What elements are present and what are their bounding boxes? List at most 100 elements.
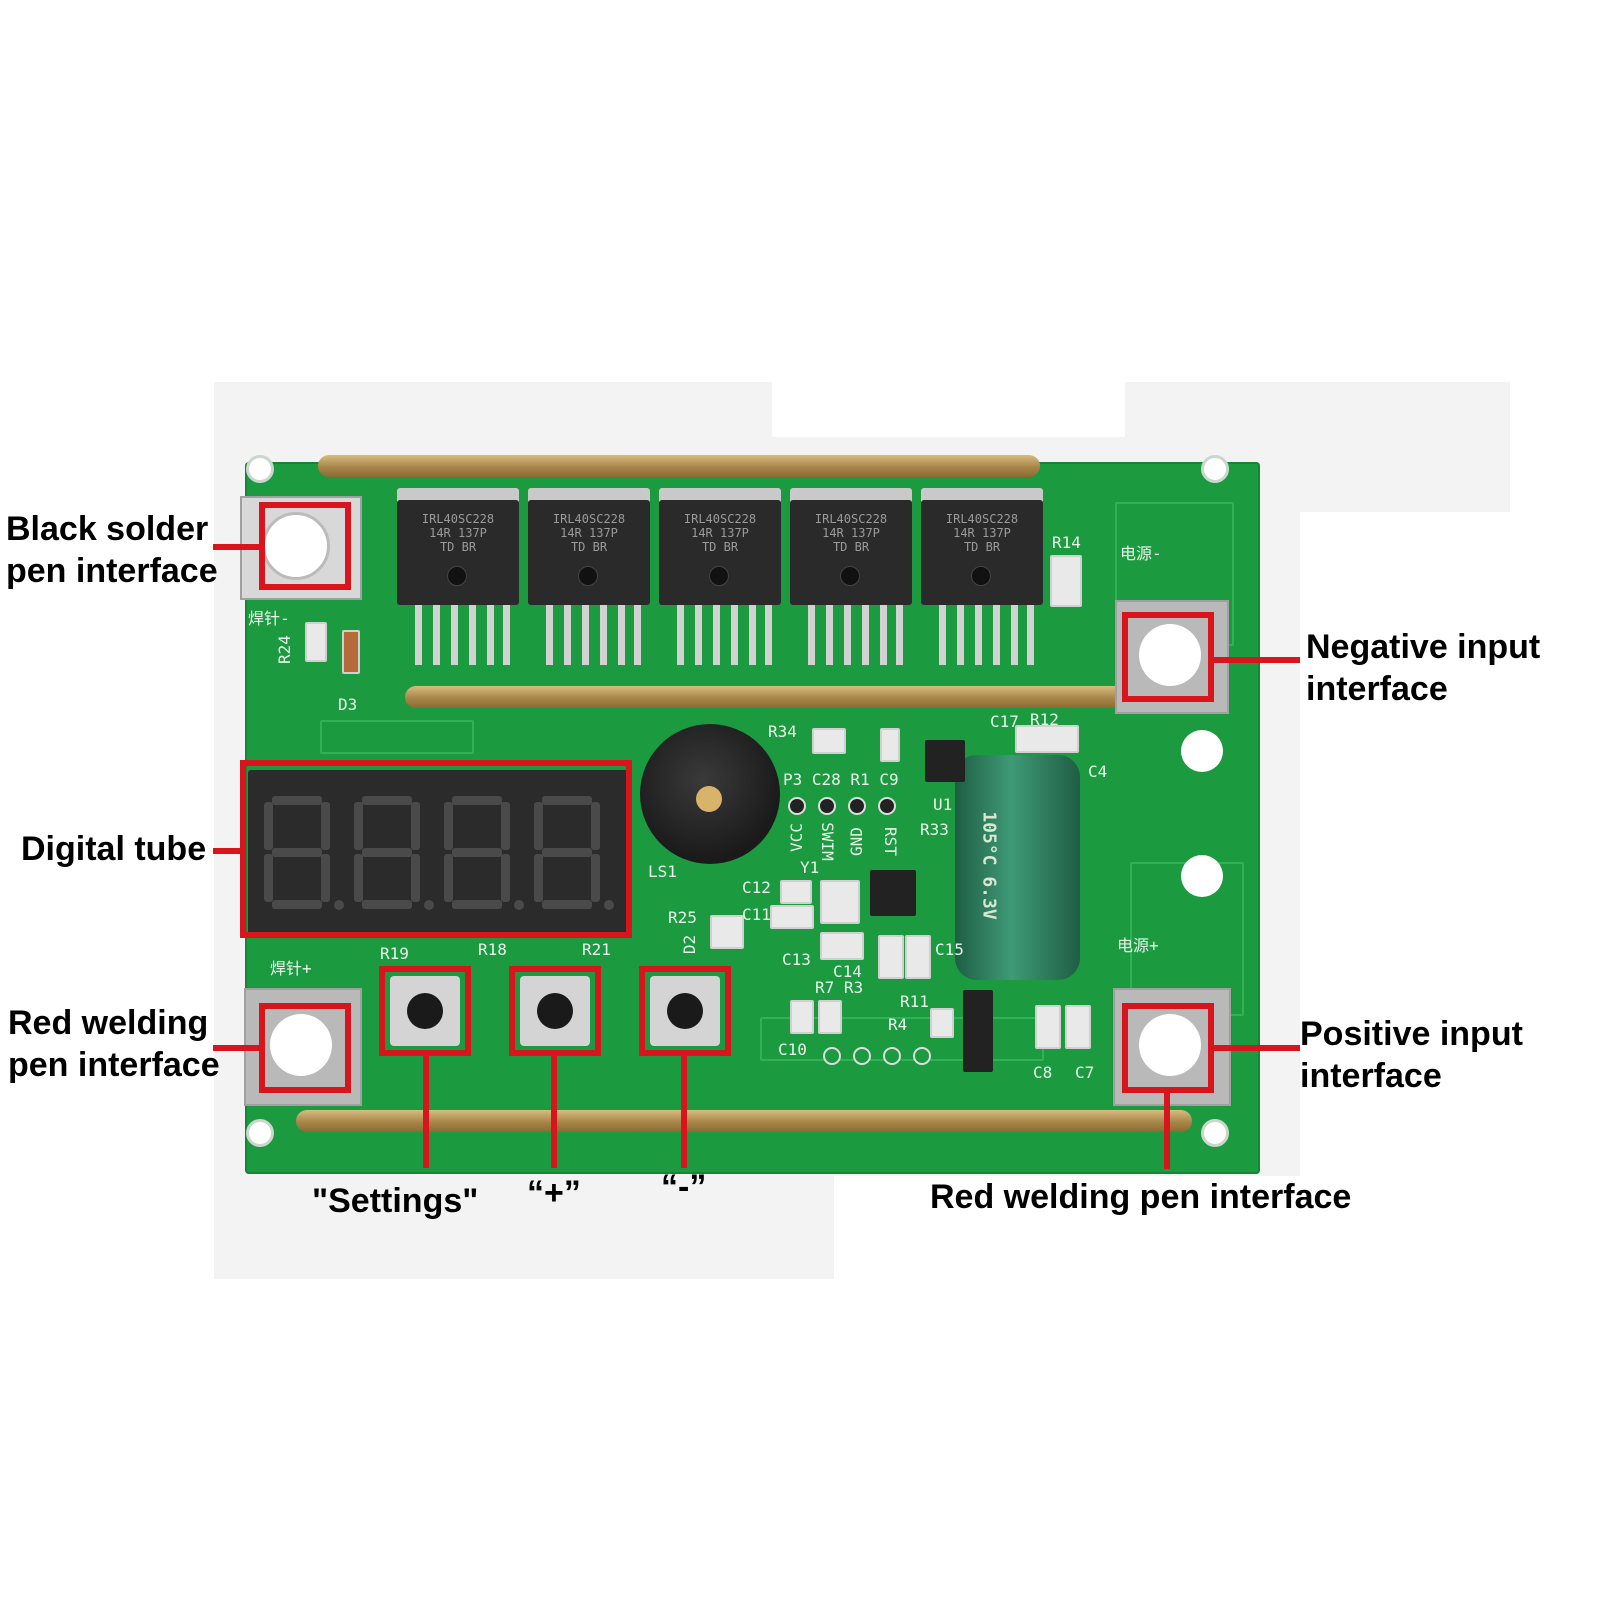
board-hole <box>1181 730 1223 772</box>
silk-r25: R25 <box>668 908 697 927</box>
silk-gnd: GND <box>846 827 866 856</box>
silk-d3: D3 <box>338 695 358 714</box>
silk-y1: Y1 <box>800 858 820 877</box>
silk-r18: R18 <box>478 940 507 959</box>
smd-part <box>818 1000 842 1034</box>
diode-d1 <box>963 990 993 1072</box>
display-digit <box>354 796 434 912</box>
electrolytic-capacitor: 105°C 6.3V <box>955 755 1080 980</box>
header-pin <box>823 1047 841 1065</box>
silk-u1: U1 <box>933 795 953 814</box>
leader-red-welding-bottom <box>1164 1093 1170 1169</box>
silk-c15: C15 <box>935 940 964 959</box>
leader-minus <box>681 1052 687 1168</box>
silk-r12: R12 <box>1030 710 1059 729</box>
label-positive-input: Positive input interface <box>1300 1015 1523 1095</box>
smd-part <box>880 728 900 762</box>
mounting-hole <box>246 1119 274 1147</box>
copper-busbar-bottom <box>296 1110 1192 1132</box>
ic-chip <box>925 740 965 782</box>
highlight-minus-button <box>639 966 731 1056</box>
silk-swim: SWIM <box>817 822 837 861</box>
silk-d2: D2 <box>680 934 700 955</box>
display-digit <box>534 796 614 912</box>
label-plus: “+” <box>527 1174 581 1212</box>
silk-top-left: 焊针- <box>248 609 290 628</box>
display-digit <box>444 796 524 912</box>
silk-c11: C11 <box>742 905 771 924</box>
highlight-negative-input <box>1122 612 1214 702</box>
smd-part <box>780 880 812 904</box>
plus-button[interactable] <box>520 976 590 1046</box>
header-pin <box>788 797 806 815</box>
pcb-trace <box>320 720 474 754</box>
settings-button[interactable] <box>390 976 460 1046</box>
silk-r11: R11 <box>900 992 929 1011</box>
board-hole <box>1181 855 1223 897</box>
header-pin <box>913 1047 931 1065</box>
buzzer <box>640 724 780 864</box>
label-black-solder: Black solder pen interface <box>6 510 218 590</box>
silk-c17: C17 <box>990 712 1019 731</box>
silk-c12: C12 <box>742 878 771 897</box>
silk-r7r3: R7 R3 <box>815 978 864 997</box>
silk-c8: C8 <box>1033 1063 1053 1082</box>
silk-power-neg: 电源- <box>1120 544 1162 563</box>
label-digital-tube: Digital tube <box>21 830 207 868</box>
highlight-digital-tube <box>240 760 632 938</box>
silk-rst: RST <box>880 827 900 856</box>
label-settings: "Settings" <box>312 1182 479 1220</box>
smd-part <box>1035 1005 1061 1049</box>
smd-part <box>790 1000 814 1034</box>
highlight-positive-input <box>1122 1003 1214 1093</box>
crystal <box>820 880 860 924</box>
smd-part <box>878 935 904 979</box>
mosfet-marking: IRL40SC228 <box>421 512 495 526</box>
silk-bottom-left: 焊针+ <box>270 959 312 978</box>
digital-tube-display <box>248 770 628 936</box>
smd-part <box>305 622 327 662</box>
highlight-plus-button <box>509 966 601 1056</box>
silk-c7: C7 <box>1075 1063 1095 1082</box>
smd-part <box>342 630 360 674</box>
smd-part <box>1050 555 1082 607</box>
smd-part <box>710 915 744 949</box>
capacitor-marking: 105°C 6.3V <box>978 811 1000 920</box>
smd-part <box>930 1008 954 1038</box>
leader-digital-tube <box>213 848 245 854</box>
silk-c14: C14 <box>833 962 862 981</box>
photo-background-notch <box>772 382 1125 437</box>
smd-part <box>905 935 931 979</box>
silk-r24: R24 <box>274 635 294 664</box>
silk-power-pos: 电源+ <box>1117 936 1159 955</box>
copper-busbar-middle <box>405 686 1125 708</box>
smd-part <box>1065 1005 1091 1049</box>
silk-r19: R19 <box>380 944 409 963</box>
silk-c4: C4 <box>1088 762 1108 781</box>
smd-part <box>770 905 814 929</box>
silk-p3-row: P3 C28 R1 C9 <box>783 770 899 789</box>
microcontroller-chip <box>870 870 916 916</box>
smd-part <box>812 728 846 754</box>
label-minus: “-” <box>661 1168 707 1206</box>
minus-button[interactable] <box>650 976 720 1046</box>
silk-vcc: VCC <box>786 823 806 852</box>
copper-busbar-top <box>318 455 1040 477</box>
highlight-red-welding-left <box>259 1003 351 1093</box>
mounting-hole <box>1201 455 1229 483</box>
smd-part <box>820 932 864 960</box>
header-pin <box>848 797 866 815</box>
mounting-hole <box>1201 1119 1229 1147</box>
label-red-welding-left: Red welding pen interface <box>8 1004 220 1084</box>
silk-r21: R21 <box>582 940 611 959</box>
highlight-black-solder <box>259 502 351 590</box>
highlight-settings-button <box>379 966 471 1056</box>
silk-c10: C10 <box>778 1040 807 1059</box>
leader-plus <box>551 1052 557 1168</box>
smd-part <box>1015 725 1079 753</box>
mounting-hole <box>246 455 274 483</box>
leader-settings <box>423 1052 429 1168</box>
silk-r34: R34 <box>768 722 797 741</box>
silk-ls1: LS1 <box>648 862 677 881</box>
display-digit <box>264 796 344 912</box>
